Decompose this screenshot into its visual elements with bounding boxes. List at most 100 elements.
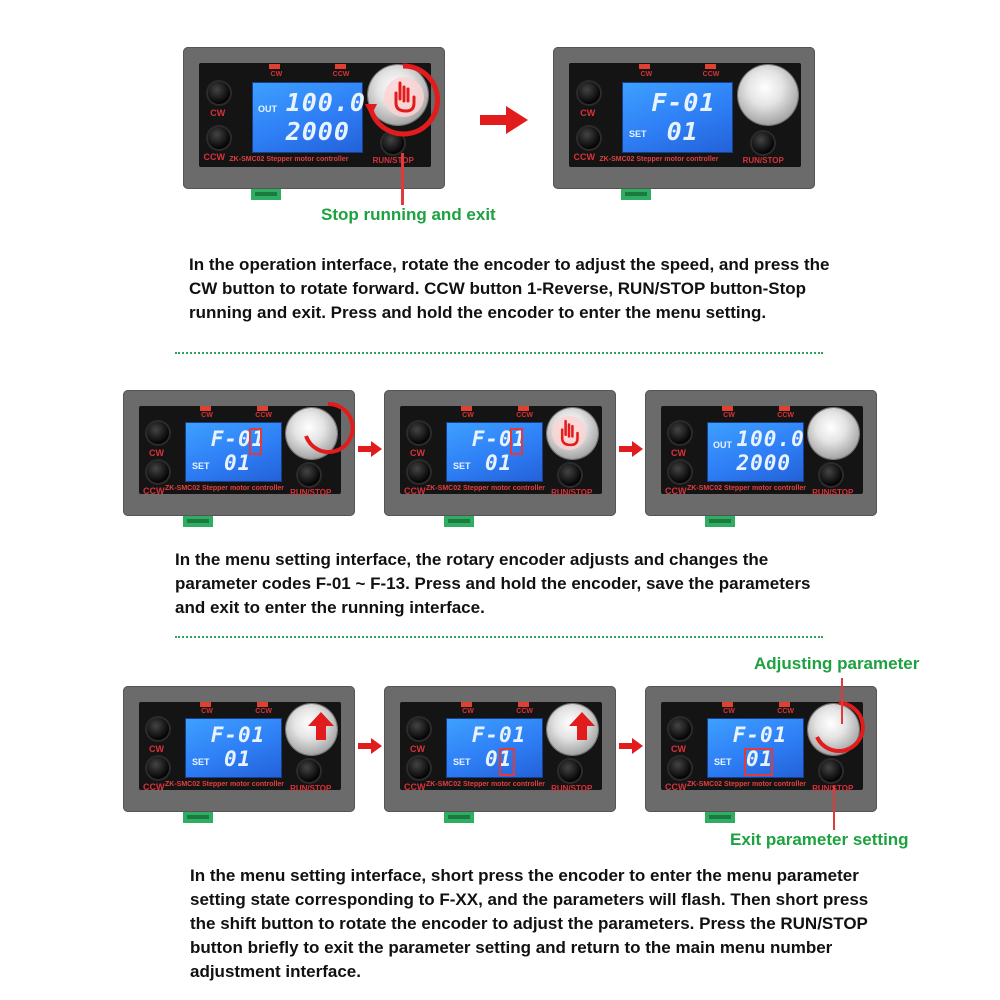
ccw-button[interactable] xyxy=(408,756,430,779)
section3-caption: In the menu setting interface, short pre… xyxy=(190,866,869,981)
rotary-encoder-knob[interactable] xyxy=(286,703,338,755)
lcd-line-1: F-01 xyxy=(732,722,788,747)
run-stop-button[interactable] xyxy=(298,760,321,783)
rotary-encoder-knob[interactable] xyxy=(737,65,798,126)
run-stop-label: RUN/STOP xyxy=(290,488,332,498)
cw-button-label: CW xyxy=(149,743,164,754)
lcd-line-2: 01 xyxy=(666,116,699,146)
run-stop-label: RUN/STOP xyxy=(812,488,854,498)
lcd-line-2: 01 xyxy=(485,451,513,476)
brand-label: ZK-SMC02 Stepper motor controller xyxy=(599,156,719,163)
run-stop-button[interactable] xyxy=(559,760,582,783)
right-arrow-icon xyxy=(358,738,382,754)
brand-label: ZK-SMC02 Stepper motor controller xyxy=(687,485,807,492)
ccw-button[interactable] xyxy=(669,460,691,483)
right-arrow-icon xyxy=(619,441,643,457)
ccw-led-label: CCW xyxy=(516,412,534,419)
cw-led xyxy=(722,702,734,707)
rotate-arrow-icon xyxy=(304,401,355,454)
run-stop-button[interactable] xyxy=(751,131,774,154)
cw-button[interactable] xyxy=(669,717,691,740)
terminal-connector xyxy=(705,812,736,823)
ccw-button[interactable] xyxy=(578,127,601,150)
ccw-led xyxy=(518,406,530,411)
run-stop-label: RUN/STOP xyxy=(551,784,593,794)
ccw-button-label: CCW xyxy=(404,781,426,792)
ccw-button-label: CCW xyxy=(143,485,165,496)
lcd-set-label: SET xyxy=(629,128,647,139)
terminal-connector xyxy=(183,516,214,527)
brand-label: ZK-SMC02 Stepper motor controller xyxy=(426,485,546,492)
pointer-line xyxy=(841,678,843,724)
lcd-line-1: 100.0 xyxy=(285,87,366,117)
ccw-button-label: CCW xyxy=(143,781,165,792)
ccw-button[interactable] xyxy=(669,756,691,779)
brand-label: ZK-SMC02 Stepper motor controller xyxy=(426,781,546,788)
ccw-button[interactable] xyxy=(147,460,169,483)
lcd-set-label: SET xyxy=(453,461,471,472)
exit-parameter-setting-label: Exit parameter setting xyxy=(730,830,909,849)
pointer-line xyxy=(833,786,835,830)
cw-button-label: CW xyxy=(410,447,425,458)
cw-led xyxy=(269,63,281,69)
right-arrow-icon xyxy=(619,738,643,754)
lcd-line-2: 01 xyxy=(224,747,252,772)
lcd-line-1: F-01 xyxy=(471,426,527,451)
cw-button[interactable] xyxy=(147,717,169,740)
cw-led-label: CW xyxy=(723,708,735,715)
lcd-line-1: F-01 xyxy=(651,87,716,117)
ccw-button[interactable] xyxy=(208,127,231,150)
right-arrow-icon xyxy=(480,106,528,134)
rotary-encoder-knob[interactable] xyxy=(547,703,599,755)
lcd-out-label: OUT xyxy=(258,103,277,114)
lcd-line-1: F-01 xyxy=(210,426,266,451)
run-stop-button[interactable] xyxy=(298,464,321,487)
terminal-connector xyxy=(251,189,282,200)
run-stop-label: RUN/STOP xyxy=(551,488,593,498)
run-stop-button[interactable] xyxy=(820,760,843,783)
right-arrow-icon xyxy=(358,441,382,457)
ccw-button-label: CCW xyxy=(665,485,687,496)
adjusting-parameter-label: Adjusting parameter xyxy=(754,654,920,673)
cw-button-label: CW xyxy=(671,447,686,458)
ccw-led xyxy=(704,63,716,69)
cw-button[interactable] xyxy=(669,421,691,444)
digit-highlight xyxy=(248,427,263,455)
cw-led-label: CW xyxy=(462,412,474,419)
lcd-line-1: F-01 xyxy=(210,722,266,747)
ccw-button[interactable] xyxy=(147,756,169,779)
digit-highlight xyxy=(499,748,515,777)
ccw-button[interactable] xyxy=(408,460,430,483)
cw-button[interactable] xyxy=(208,81,231,104)
cw-button[interactable] xyxy=(578,81,601,104)
cw-led xyxy=(461,406,473,411)
run-stop-label: RUN/STOP xyxy=(742,155,784,165)
cw-button[interactable] xyxy=(408,717,430,740)
section1-caption: In the operation interface, rotate the e… xyxy=(189,255,830,322)
brand-label: ZK-SMC02 Stepper motor controller xyxy=(687,781,807,788)
cw-button[interactable] xyxy=(147,421,169,444)
run-stop-button[interactable] xyxy=(559,464,582,487)
lcd-set-label: SET xyxy=(192,757,210,768)
run-stop-label: RUN/STOP xyxy=(372,155,414,165)
run-stop-button[interactable] xyxy=(820,464,843,487)
run-stop-button[interactable] xyxy=(381,131,404,154)
cw-led xyxy=(200,406,212,411)
rotary-encoder-knob[interactable] xyxy=(808,407,860,459)
hand-press-icon xyxy=(384,77,424,117)
terminal-connector xyxy=(444,812,475,823)
cw-led-label: CW xyxy=(201,708,213,715)
cw-button[interactable] xyxy=(408,421,430,444)
